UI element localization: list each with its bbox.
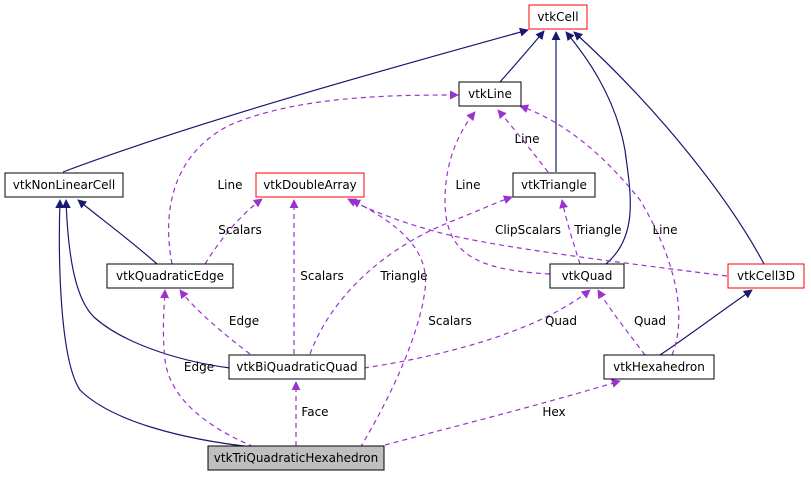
- usage-edges: [160, 90, 728, 451]
- usage-hexahedron-line: [519, 104, 680, 356]
- node-vtkhexahedron[interactable]: vtkHexahedron: [603, 354, 715, 380]
- usage-triquadratichexahedron-scalars: [351, 199, 427, 449]
- usage-biquadraticquad-quad: [363, 289, 591, 369]
- edge-labels: Line Line Line Line Scalars Scalars Scal…: [184, 132, 678, 419]
- node-label: vtkLine: [468, 87, 512, 101]
- node-vtkline[interactable]: vtkLine: [458, 81, 522, 107]
- edge-quadraticedge-to-nonlinearcell: [77, 199, 158, 265]
- node-label: vtkDoubleArray: [263, 178, 357, 192]
- usage-triquadratichexahedron-edge: [160, 289, 263, 451]
- edge-line-to-cell: [499, 30, 545, 83]
- node-vtkcell[interactable]: vtkCell: [528, 4, 588, 30]
- edge-label-scalars: Scalars: [428, 314, 471, 328]
- edge-hexahedron-to-cell3d: [659, 289, 753, 356]
- edge-label-line: Line: [514, 132, 539, 146]
- node-label: vtkTriQuadraticHexahedron: [214, 451, 378, 465]
- inheritance-edges: [55, 27, 765, 449]
- edge-quad-to-cell: [565, 31, 631, 265]
- usage-triquadratichexahedron-hex: [384, 379, 621, 446]
- edge-label-face: Face: [301, 405, 328, 419]
- edge-label-triangle: Triangle: [379, 269, 427, 283]
- node-label: vtkNonLinearCell: [13, 178, 115, 192]
- edge-label-line: Line: [217, 178, 242, 192]
- edge-label-quad: Quad: [545, 314, 577, 328]
- edge-label-quad: Quad: [634, 314, 666, 328]
- node-label: vtkBiQuadraticQuad: [236, 360, 357, 374]
- edge-label-scalars: Scalars: [300, 269, 343, 283]
- node-label: vtkQuad: [562, 269, 613, 283]
- edge-label-clipscalars: ClipScalars: [495, 223, 561, 237]
- node-label: vtkTriangle: [521, 178, 587, 192]
- usage-triangle-line: [497, 109, 549, 173]
- node-label: vtkCell3D: [737, 269, 795, 283]
- node-label: vtkCell: [537, 10, 578, 24]
- usage-quadraticedge-line: [168, 90, 459, 265]
- edge-label-line: Line: [455, 178, 480, 192]
- usage-cell3d-clipscalars: [347, 198, 728, 277]
- class-nodes: vtkCell vtkLine vtkNonLinearCell vtkDoub…: [4, 4, 805, 471]
- edge-label-triangle: Triangle: [573, 223, 621, 237]
- node-vtkcell3d[interactable]: vtkCell3D: [727, 263, 805, 289]
- edge-nonlinearcell-to-cell: [62, 27, 529, 173]
- edge-cell3d-to-cell: [573, 31, 765, 265]
- node-label: vtkHexahedron: [613, 360, 705, 374]
- node-vtkquadraticedge[interactable]: vtkQuadraticEdge: [106, 263, 234, 289]
- edge-biquadraticquad-to-nonlinearcell: [61, 199, 231, 369]
- edge-label-edge: Edge: [229, 314, 259, 328]
- node-vtktriangle[interactable]: vtkTriangle: [512, 172, 596, 198]
- edge-label-scalars: Scalars: [218, 223, 261, 237]
- node-vtknonlinearcell[interactable]: vtkNonLinearCell: [4, 172, 124, 198]
- node-vtkquad[interactable]: vtkQuad: [549, 263, 625, 289]
- edge-label-line: Line: [652, 223, 677, 237]
- edge-label-edge: Edge: [184, 360, 214, 374]
- edge-label-hex: Hex: [542, 405, 565, 419]
- node-label: vtkQuadraticEdge: [116, 269, 224, 283]
- usage-hexahedron-quad: [597, 289, 646, 356]
- node-vtktriquadratichexahedron[interactable]: vtkTriQuadraticHexahedron: [207, 445, 385, 471]
- edge-triquadratichexahedron-to-nonlinearcell: [55, 199, 263, 449]
- usage-biquadraticquad-edge: [179, 289, 251, 355]
- node-vtkbiquadraticquad[interactable]: vtkBiQuadraticQuad: [228, 354, 366, 380]
- node-vtkdoublearray[interactable]: vtkDoubleArray: [255, 172, 365, 198]
